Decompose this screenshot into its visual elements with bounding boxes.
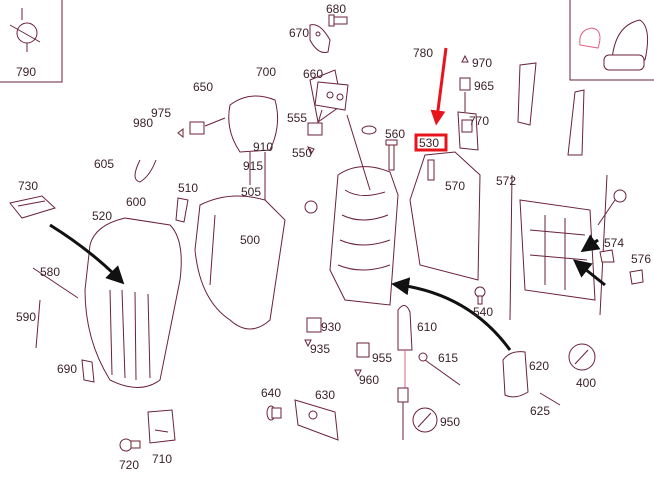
label-930[interactable]: 930 (321, 320, 341, 334)
label-530[interactable]: 530 (419, 136, 439, 150)
part-640-cap (266, 405, 282, 421)
part-730-handle (9, 195, 56, 219)
label-555[interactable]: 555 (287, 111, 307, 125)
part-975-980-guide (177, 117, 226, 139)
label-935[interactable]: 935 (310, 342, 330, 356)
label-700[interactable]: 700 (256, 65, 276, 79)
part-690-clip (81, 359, 95, 383)
label-980[interactable]: 980 (133, 116, 153, 130)
part-505-clip (304, 200, 318, 214)
label-600[interactable]: 600 (126, 195, 146, 209)
part-580-590-rods (32, 267, 79, 349)
label-790[interactable]: 790 (16, 65, 36, 79)
part-605-clip (134, 159, 157, 183)
arrow-to-576 (572, 259, 606, 287)
part-500-backrest-frame (329, 114, 399, 306)
label-576[interactable]: 576 (631, 252, 651, 266)
label-500[interactable]: 500 (240, 233, 260, 247)
part-600-lever (175, 197, 189, 223)
label-970[interactable]: 970 (472, 56, 492, 70)
part-670-plate (309, 24, 331, 53)
part-615-bolt (418, 352, 461, 386)
label-640[interactable]: 640 (261, 386, 281, 400)
label-910[interactable]: 910 (253, 140, 273, 154)
label-625[interactable]: 625 (530, 404, 550, 418)
part-610-airbag (397, 305, 413, 390)
part-780-trim (517, 62, 537, 126)
label-590[interactable]: 590 (16, 310, 36, 324)
part-910-915-connector (307, 109, 323, 156)
part-560-module (457, 111, 479, 151)
part-620-cover (502, 351, 529, 398)
arrow-to-574 (580, 234, 601, 253)
part-950-tool-icon (397, 387, 438, 440)
label-720[interactable]: 720 (119, 458, 139, 472)
label-580[interactable]: 580 (40, 265, 60, 279)
label-670[interactable]: 670 (289, 26, 309, 40)
label-570[interactable]: 570 (445, 179, 465, 193)
label-650[interactable]: 650 (193, 80, 213, 94)
part-770-trim (567, 89, 585, 156)
label-975[interactable]: 975 (151, 106, 171, 120)
label-770[interactable]: 770 (469, 114, 489, 128)
arrow-730-to-520 (49, 223, 125, 285)
label-950[interactable]: 950 (440, 415, 460, 429)
arrow-620-to-500 (391, 277, 512, 351)
label-550[interactable]: 550 (292, 146, 312, 160)
part-550-bolt (385, 139, 398, 171)
part-530-backrest-panel (409, 151, 481, 281)
label-690[interactable]: 690 (57, 362, 77, 376)
label-955[interactable]: 955 (372, 351, 392, 365)
label-730[interactable]: 730 (18, 179, 38, 193)
part-680-screw (328, 14, 348, 27)
seat-overview-icon (579, 19, 649, 71)
highlight-arrow-530 (430, 47, 448, 126)
label-560[interactable]: 560 (385, 127, 405, 141)
label-574[interactable]: 574 (604, 236, 624, 250)
label-620[interactable]: 620 (529, 359, 549, 373)
part-572-knob (597, 189, 627, 226)
label-510[interactable]: 510 (178, 181, 198, 195)
label-605[interactable]: 605 (94, 157, 114, 171)
part-630-lock (294, 399, 339, 441)
part-710-module (147, 409, 176, 444)
inset-box-seat-overview (569, 0, 654, 81)
label-965[interactable]: 965 (474, 79, 494, 93)
part-970-965-connectors (459, 54, 471, 112)
part-720-bolt (119, 438, 141, 452)
part-570-frame (509, 174, 608, 321)
label-610[interactable]: 610 (417, 320, 437, 334)
label-615[interactable]: 615 (438, 351, 458, 365)
label-960[interactable]: 960 (359, 373, 379, 387)
label-400[interactable]: 400 (576, 376, 596, 390)
label-710[interactable]: 710 (152, 452, 172, 466)
part-790-valve-icon (9, 8, 41, 52)
part-650-headrest (228, 95, 279, 200)
part-400-tool-icon (568, 343, 596, 371)
label-915[interactable]: 915 (243, 159, 263, 173)
label-540[interactable]: 540 (473, 305, 493, 319)
part-555-washer (361, 125, 377, 135)
part-510-backrest-cushion (194, 195, 286, 330)
label-680[interactable]: 680 (326, 2, 346, 16)
label-505[interactable]: 505 (241, 185, 261, 199)
part-labels: 790 680 670 970 965 660 780 650 700 555 … (16, 2, 651, 472)
label-630[interactable]: 630 (315, 388, 335, 402)
label-660[interactable]: 660 (303, 67, 323, 81)
label-572[interactable]: 572 (496, 174, 516, 188)
label-780[interactable]: 780 (413, 46, 433, 60)
label-520[interactable]: 520 (92, 209, 112, 223)
part-625-screw (539, 392, 561, 406)
part-576-cap (629, 269, 644, 285)
part-520-backrest-cover (84, 217, 182, 388)
part-955-960-connector (354, 342, 370, 378)
part-574-clip (599, 249, 615, 263)
highlight-box-530 (414, 133, 448, 152)
part-700-switch (314, 81, 349, 111)
inset-box-790 (0, 0, 63, 83)
part-540-screw (474, 286, 486, 305)
part-930-935-connector (304, 317, 322, 348)
